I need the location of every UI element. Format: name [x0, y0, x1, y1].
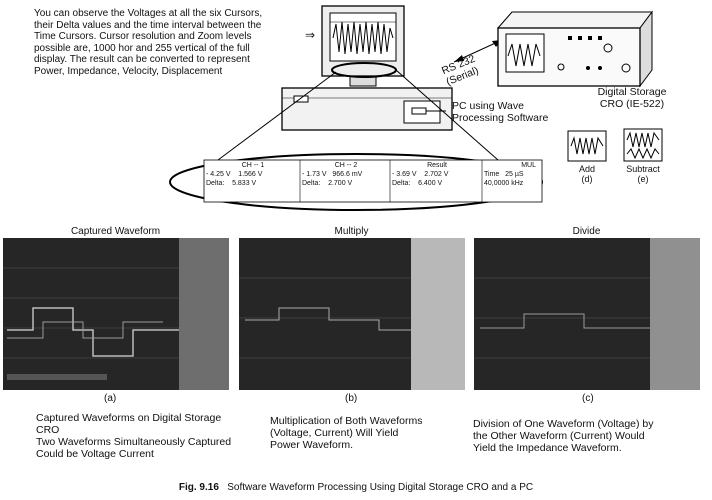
caption-line: Multiplication of Both Waveforms	[270, 415, 423, 427]
readout-cell: 966.6 mV	[332, 171, 363, 178]
pc-monitor	[321, 5, 405, 87]
cro-name: Digital Storage	[597, 86, 667, 98]
add-op-display	[567, 130, 607, 162]
cro-model: CRO (IE-522)	[599, 98, 665, 110]
panel-c-title: Divide	[572, 226, 601, 237]
readout-cell: Delta:	[302, 180, 321, 187]
panel-a-letter: (a)	[104, 393, 117, 404]
readout-ch1: CH -- 1 - 4.25 V 1.566 V Delta: 5.833 V	[206, 161, 300, 188]
panel-b-caption: Multiplication of Both Waveforms (Voltag…	[270, 415, 470, 451]
readout-cell: 6.400 V	[418, 180, 443, 187]
readout-cell: - 1.73 V	[302, 171, 327, 178]
subtract-label-name: Subtract	[626, 164, 660, 174]
figure-caption: Fig. 9.16 Software Waveform Processing U…	[0, 482, 712, 493]
panel-b-letter: (b)	[345, 393, 358, 404]
figure-number: Fig. 9.16	[178, 482, 219, 493]
pc-label-line2: Processing Software	[452, 112, 549, 124]
panel-b-title: Multiply	[334, 226, 369, 237]
subtract-label-letter: (e)	[637, 174, 649, 184]
cro-device	[496, 10, 653, 88]
readout-cell: - 4.25 V	[206, 171, 231, 178]
intro-text: You can observe the Voltages at all the …	[34, 8, 334, 77]
subtract-label: Subtract (e)	[618, 164, 668, 184]
intro-line: display. The result can be converted to …	[34, 54, 250, 65]
readout-cell: 1.566 V	[238, 171, 263, 178]
readout-cell: Delta:	[392, 180, 411, 187]
caption-line: CRO	[36, 424, 60, 436]
intro-line: possible are, 1000 hor and 255 vertical …	[34, 42, 250, 54]
readout-cell: 5.833 V	[232, 180, 257, 187]
zoom-line-right	[395, 69, 499, 161]
intro-line: You can observe the Voltages at all the …	[34, 8, 263, 19]
setup-diagram	[169, 5, 663, 211]
caption-line: Captured Waveforms on Digital Storage	[36, 412, 222, 424]
arrowhead-icon	[454, 55, 464, 62]
readout-table-frame	[203, 159, 543, 203]
panel-a-title: Captured Waveform	[70, 226, 161, 237]
intro-line: Power, Impedance, Velocity, Displacement	[34, 65, 223, 77]
intro-line: Time Cursors. Cursor resolution and Zoom…	[34, 31, 252, 42]
readout-header: CH -- 1	[241, 162, 265, 169]
caption-line: Yield the Impedance Waveform.	[473, 442, 622, 454]
panel-c-letter: (c)	[582, 393, 594, 404]
pc-label-line1: PC using Wave	[452, 100, 524, 112]
readout-cell: Time	[484, 171, 500, 178]
panel-b-screen	[239, 238, 465, 390]
cro-label: Digital Storage CRO (IE-522)	[587, 86, 677, 110]
panel-c-caption: Division of One Waveform (Voltage) by th…	[473, 418, 703, 454]
caption-line: the Other Waveform (Current) Would	[473, 430, 645, 442]
subtract-op-display	[623, 128, 663, 162]
readout-header: MUL	[521, 162, 536, 169]
readout-ch2: CH -- 2 - 1.73 V 966.6 mV Delta: 2.700 V	[302, 161, 390, 188]
pc-unit	[281, 87, 453, 131]
readout-cell: Delta:	[206, 180, 225, 187]
add-label-letter: (d)	[581, 174, 593, 184]
caption-line: Power Waveform.	[270, 439, 354, 451]
panel-a-screen	[3, 238, 229, 390]
zoom-line-left	[217, 71, 337, 161]
readout-header: Result	[427, 162, 447, 169]
intro-line: their Delta values and the time interval…	[34, 19, 262, 31]
pc-label: PC using Wave Processing Software	[452, 100, 548, 124]
readout-header: CH -- 2	[334, 162, 358, 169]
intro-arrow-icon: ⇒	[305, 28, 316, 42]
caption-line: Division of One Waveform (Voltage) by	[473, 418, 654, 430]
add-label: Add (d)	[562, 164, 612, 184]
add-label-name: Add	[578, 164, 595, 174]
readout-result: Result - 3.69 V 2.702 V Delta: 6.400 V	[392, 161, 482, 188]
caption-line: Could be Voltage Current	[36, 448, 154, 460]
readout-cell: 25 µS	[505, 171, 524, 178]
caption-line: (Voltage, Current) Will Yield	[270, 427, 399, 439]
readout-cell: 40,0000 kHz	[484, 180, 524, 187]
panel-a-caption: Captured Waveforms on Digital Storage CR…	[36, 412, 236, 460]
figure-title: Software Waveform Processing Using Digit…	[227, 482, 534, 493]
readout-cell: 2.700 V	[328, 180, 353, 187]
readout-cell: 2.702 V	[424, 171, 449, 178]
readout-cell: - 3.69 V	[392, 171, 417, 178]
caption-line: Two Waveforms Simultaneously Captured	[36, 436, 232, 448]
readout-time: MUL Time 25 µS 40,0000 kHz	[484, 161, 540, 188]
panel-c-screen	[474, 238, 700, 390]
